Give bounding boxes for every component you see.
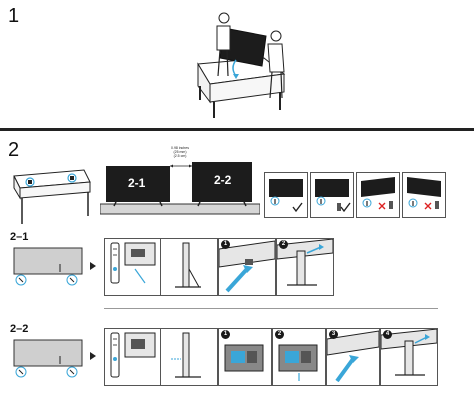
arrow-right-icon <box>90 262 96 270</box>
step-badge-2-2-a: 1 <box>221 330 230 339</box>
tv-label-2-2: 2-2 <box>214 173 232 187</box>
spacing-note-line-3: (2.5 cm) <box>173 154 187 159</box>
insert-step-3-2-2 <box>326 328 380 386</box>
step-badge-2-2-c: 3 <box>329 330 338 339</box>
tv-back-2-1 <box>13 247 83 286</box>
step-badge-2-1-a: 1 <box>221 240 230 249</box>
step-badge-2-2-b: 2 <box>275 330 284 339</box>
stand-side-2-2 <box>160 328 218 386</box>
section-2-2-title: 2–2 <box>10 323 29 335</box>
orientation-panel-1 <box>264 172 308 218</box>
step-1-illustration <box>197 12 286 118</box>
section-divider <box>0 128 474 131</box>
insert-step-1-2-2 <box>218 328 272 386</box>
orientation-panel-2 <box>310 172 354 218</box>
stand-closeup-2-1 <box>104 238 162 296</box>
table-with-stand-positions <box>13 169 91 224</box>
tv-label-2-1: 2-1 <box>128 176 146 190</box>
step-badge-2-2-d: 4 <box>383 330 392 339</box>
step-badge-2-1-b: 2 <box>279 240 288 249</box>
section-divider-2-1 <box>104 308 438 309</box>
orientation-panel-3 <box>356 172 400 218</box>
step-1-number: 1 <box>8 5 20 27</box>
spacing-note-line-2: (25 mm) <box>173 150 187 155</box>
orientation-panel-4 <box>402 172 446 218</box>
arrow-right-icon <box>90 352 96 360</box>
stand-closeup-2-2 <box>104 328 162 386</box>
tv-spacing-diagram <box>100 162 260 215</box>
step-2-number: 2 <box>8 139 20 161</box>
tv-back-2-2 <box>13 339 83 378</box>
spacing-note-line-1: 0.98 inches <box>171 146 189 150</box>
insert-step-2-2-1 <box>276 238 334 296</box>
spacing-note: 0.98 inches (25 mm) (2.5 cm) <box>165 146 195 158</box>
section-2-1-title: 2–1 <box>10 231 29 243</box>
stand-side-2-1 <box>160 238 218 296</box>
